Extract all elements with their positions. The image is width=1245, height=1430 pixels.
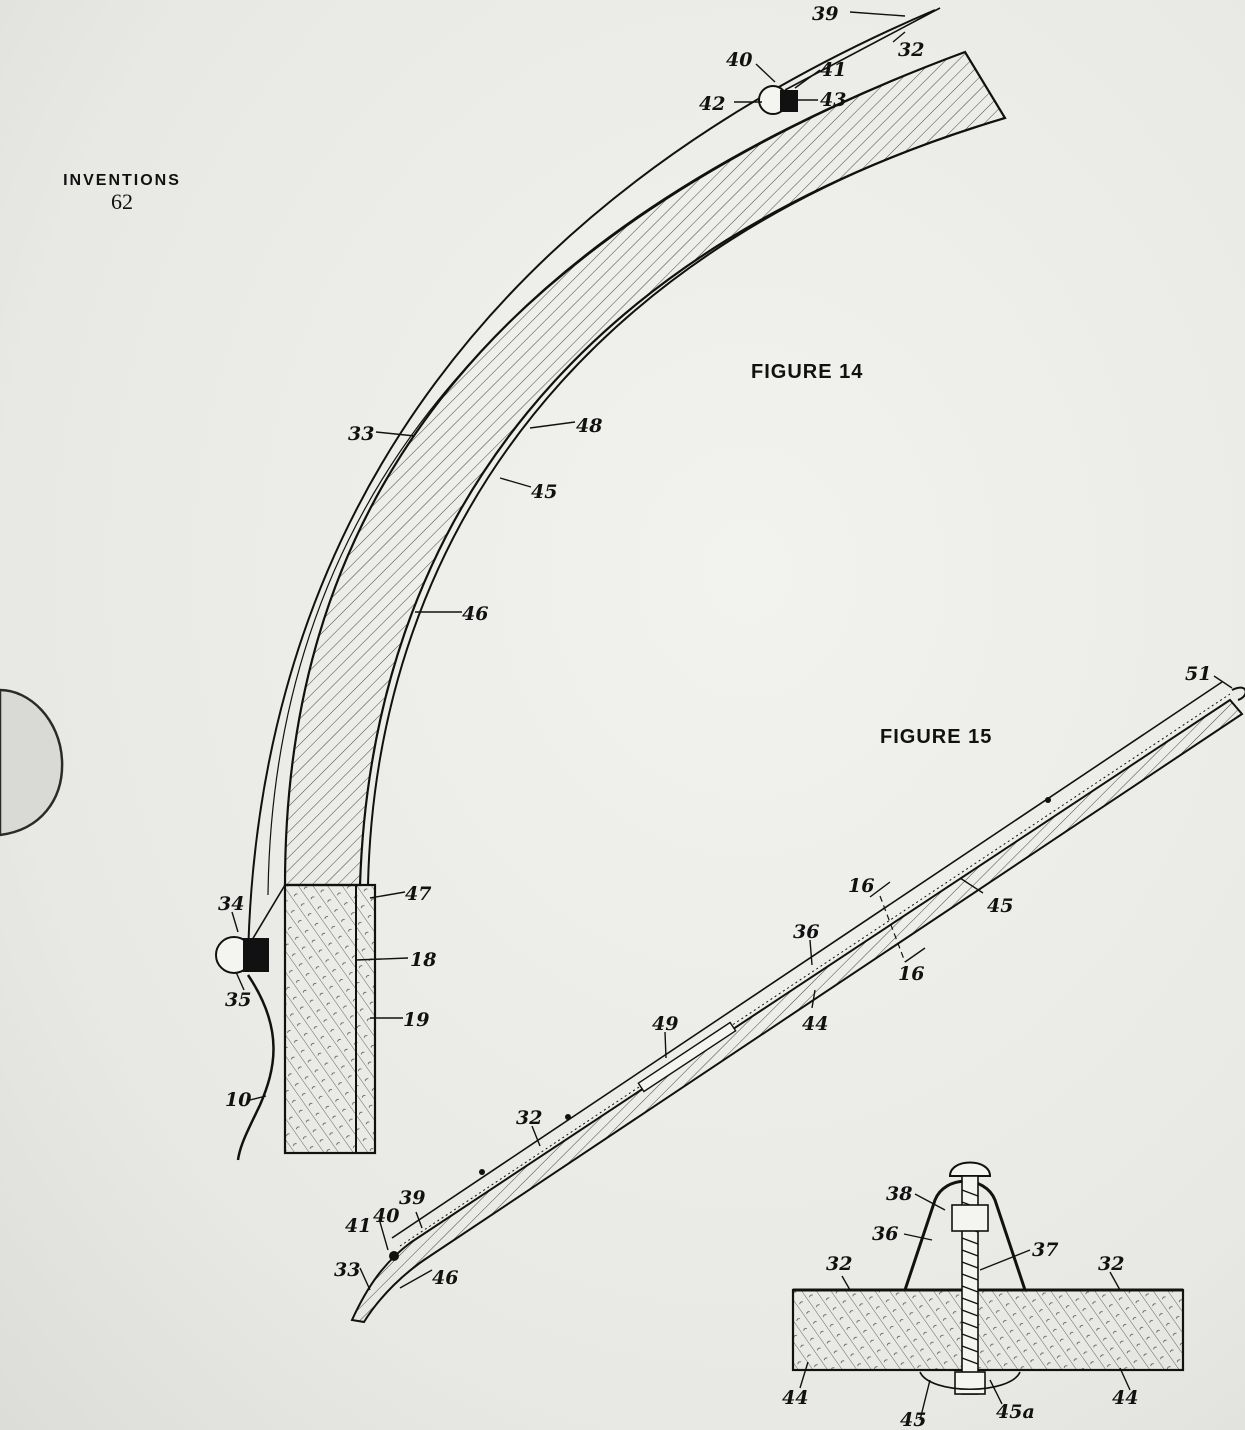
callout-49: 49 [652,1013,678,1035]
section-title: INVENTIONS [63,172,181,189]
callout-44: 44 [802,1013,828,1035]
callout-47: 47 [405,883,431,905]
figure-15-drawing: 51 16 45 36 16 44 49 32 39 40 41 33 46 [334,663,1245,1324]
figure-14-labels: 39 32 40 41 42 43 33 48 45 46 47 34 18 3… [218,3,924,1111]
callout-18: 18 [410,949,436,971]
callout-39: 39 [399,1187,425,1209]
callout-44-right: 44 [1112,1387,1138,1409]
callout-42: 42 [699,93,725,115]
wire [236,974,275,1161]
callout-10: 10 [225,1089,251,1111]
callout-36: 36 [793,921,819,943]
callout-32: 32 [516,1107,542,1129]
figure-16-labels: 38 36 37 32 32 44 45 45a 44 [782,1183,1138,1430]
inner-liner [367,117,1006,886]
callout-40: 40 [726,49,752,71]
callout-37: 37 [1032,1239,1058,1261]
callout-35: 35 [225,989,251,1011]
callout-48: 48 [576,415,602,437]
callout-51: 51 [1185,663,1211,685]
section-slab [791,1288,1185,1372]
callout-43: 43 [820,89,846,111]
callout-44-left: 44 [782,1387,808,1409]
callout-36: 36 [872,1223,898,1245]
callout-46: 46 [462,603,488,625]
figure-15-labels: 51 16 45 36 16 44 49 32 39 40 41 33 46 [334,663,1211,1289]
figure-14-drawing: 39 32 40 41 42 43 33 48 45 46 47 34 18 3… [215,3,1007,1161]
callout-32-left: 32 [826,1253,852,1275]
callout-33: 33 [348,423,374,445]
callout-38: 38 [886,1183,912,1205]
callout-41: 41 [345,1215,371,1237]
lower-block [283,883,377,1155]
page-number: 62 [111,189,133,214]
figure-14-title: FIGURE 14 [751,361,864,383]
callout-45: 45 [900,1409,926,1430]
slanted-panel [350,698,1244,1324]
outer-sheathing [247,9,936,961]
callout-16-bottom: 16 [898,963,924,985]
callout-32-right: 32 [1098,1253,1124,1275]
callout-45a: 45a [996,1401,1035,1423]
callout-19: 19 [403,1009,429,1031]
callout-40: 40 [373,1205,399,1227]
curved-panel [283,50,1007,887]
callout-45: 45 [987,895,1013,917]
figure-15-title: FIGURE 15 [880,726,993,748]
thumb-shadow [0,688,64,837]
callout-33: 33 [334,1259,360,1281]
figure-16-drawing: 38 36 37 32 32 44 45 45a 44 [782,1161,1185,1430]
callout-32: 32 [898,39,924,61]
callout-34: 34 [218,893,244,915]
callout-39: 39 [812,3,838,25]
callout-46: 46 [432,1267,458,1289]
callout-41: 41 [820,59,846,81]
callout-16-top: 16 [848,875,874,897]
page-header: INVENTIONS 62 [52,172,192,215]
callout-45: 45 [531,481,557,503]
